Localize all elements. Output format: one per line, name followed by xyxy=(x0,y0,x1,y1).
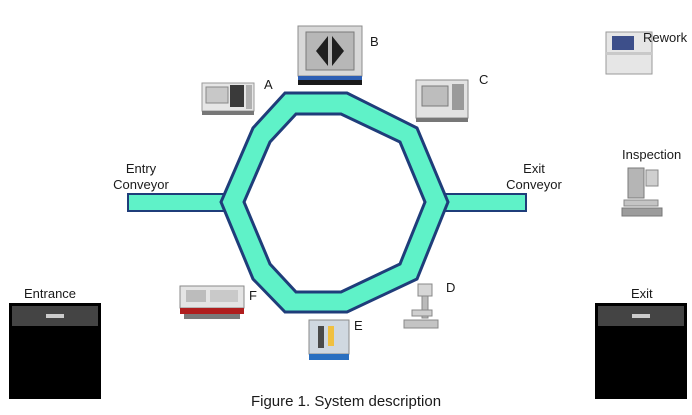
exit-label: Exit xyxy=(631,286,653,301)
figure-caption: Figure 1. System description xyxy=(250,393,442,410)
rework-machine-icon xyxy=(605,31,653,75)
inspection-label: Inspection xyxy=(622,147,682,162)
exit-box-icon xyxy=(595,303,687,399)
machine-e: E xyxy=(306,316,363,367)
machine-c-label: C xyxy=(479,72,489,87)
exit-conveyor-label-line2: Conveyor xyxy=(506,177,562,192)
exit-conveyor-label-line1: Exit xyxy=(523,161,545,176)
exit-conveyor-label: Exit Conveyor xyxy=(497,161,571,193)
entrance-station xyxy=(8,302,102,405)
inspection-station xyxy=(618,164,668,225)
cnc-mill-icon xyxy=(415,79,469,122)
entry-conveyor-label: Entry Conveyor xyxy=(104,161,178,193)
entrance-box-icon xyxy=(9,303,101,399)
entry-conveyor xyxy=(127,193,229,212)
exit-conveyor xyxy=(437,193,527,212)
machine-f-label: F xyxy=(249,288,257,303)
machine-d: D xyxy=(400,280,455,337)
entry-conveyor-label-line1: Entry xyxy=(125,161,157,176)
cnc-lathe-icon xyxy=(201,82,255,115)
lathe-icon xyxy=(179,285,245,319)
rework-station xyxy=(604,30,656,81)
machining-center-icon xyxy=(297,25,363,85)
conveyor-loop xyxy=(219,91,450,314)
machine-b-label: B xyxy=(370,34,379,49)
machine-d-label: D xyxy=(446,280,456,295)
machine-c: C xyxy=(412,72,488,129)
drill-press-icon xyxy=(403,283,439,329)
machine-a-label: A xyxy=(264,77,273,92)
machine-e-label: E xyxy=(354,318,363,333)
entrance-label: Entrance xyxy=(24,286,77,301)
exit-station xyxy=(594,302,688,405)
grinder-icon xyxy=(308,319,350,360)
machine-b: B xyxy=(296,24,379,91)
machine-f: F xyxy=(178,282,257,327)
entry-conveyor-label-line2: Conveyor xyxy=(113,177,169,192)
inspection-microscope-icon xyxy=(621,167,663,217)
rework-label: Rework xyxy=(643,30,688,45)
machine-a: A xyxy=(200,77,273,122)
